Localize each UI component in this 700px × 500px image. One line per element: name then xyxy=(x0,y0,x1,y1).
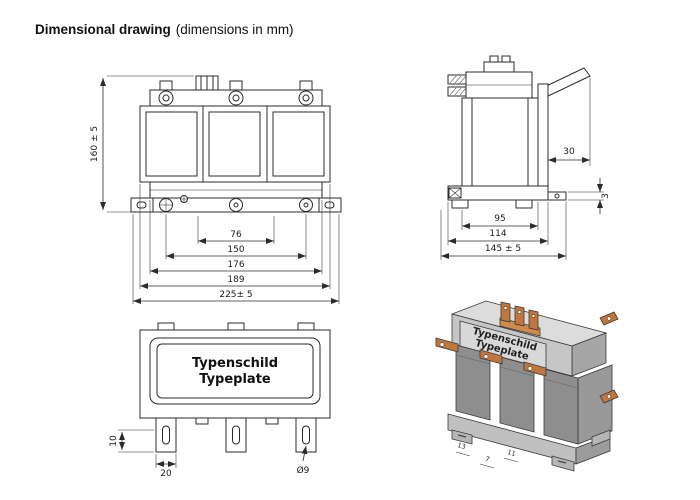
title-text: Dimensional drawing xyxy=(35,22,171,37)
front-view-bottom-plate xyxy=(149,181,323,213)
top-view-outline xyxy=(139,322,331,419)
front-view-top-plate xyxy=(149,80,323,107)
top-view-dim-20: 20 xyxy=(155,454,177,479)
iso-small-dims: 13 7 11 xyxy=(455,441,519,469)
dim-30-label: 30 xyxy=(563,147,575,157)
title-note: (dimensions in mm) xyxy=(175,22,294,37)
top-view-dim-hole: Ø9 xyxy=(297,445,310,476)
side-view-body xyxy=(461,97,539,187)
dim-95-label: 95 xyxy=(494,214,505,224)
iso-right-copper-terminals xyxy=(599,311,619,404)
iso-left-copper-terminals xyxy=(435,337,547,377)
iso-dim-2: 7 xyxy=(484,455,490,464)
earth-terminal-symbol xyxy=(180,195,188,203)
dim-20-label: 20 xyxy=(160,469,172,479)
dim-3-label: 3 xyxy=(601,193,611,199)
front-view-top-terminal-block xyxy=(195,75,219,91)
dim-10-label: 10 xyxy=(109,435,119,447)
front-dim-height: 160 ± 5 xyxy=(90,75,194,213)
front-height-dim-label: 160 ± 5 xyxy=(90,126,100,162)
top-view: Typenschild Typeplate 10 xyxy=(109,322,331,479)
dim-hole-label: Ø9 xyxy=(297,465,310,476)
iso-coils xyxy=(455,344,579,445)
front-dim-189: 189 xyxy=(227,275,244,285)
side-dim-3: 3 xyxy=(568,178,611,214)
top-view-feet xyxy=(155,417,317,453)
dim-114-label: 114 xyxy=(489,229,506,239)
side-view-top-terminal xyxy=(447,55,533,99)
typeplate-line2: Typeplate xyxy=(199,372,271,387)
side-dim-30: 30 xyxy=(547,78,591,166)
side-view-bracket xyxy=(537,67,591,201)
typeplate-line1: Typenschild xyxy=(192,356,278,371)
top-view-dim-10: 10 xyxy=(109,429,154,453)
iso-dim-1: 13 xyxy=(456,441,466,451)
front-view: 160 ± 5 76 150 176 xyxy=(90,75,342,304)
iso-base xyxy=(447,413,611,472)
iso-top-copper-terminals xyxy=(499,301,541,337)
front-dim-76: 76 xyxy=(230,230,242,240)
front-dim-176: 176 xyxy=(227,260,244,270)
front-dim-150: 150 xyxy=(227,245,244,255)
iso-dim-3: 11 xyxy=(506,448,516,458)
side-dim-widths: 95 114 145 ± 5 xyxy=(440,202,567,260)
page-title: Dimensional drawing (dimensions in mm) xyxy=(35,22,294,37)
iso-view: Typenschild Typeplate xyxy=(435,300,619,472)
dim-145-label: 145 ± 5 xyxy=(485,244,521,254)
side-view: 30 3 95 114 145 ± 5 xyxy=(440,55,611,260)
front-dim-widths: 76 150 176 189 225± 5 xyxy=(132,184,340,304)
front-view-coil-body xyxy=(139,105,331,183)
side-view-base xyxy=(447,185,549,209)
front-dim-225: 225± 5 xyxy=(219,290,252,300)
